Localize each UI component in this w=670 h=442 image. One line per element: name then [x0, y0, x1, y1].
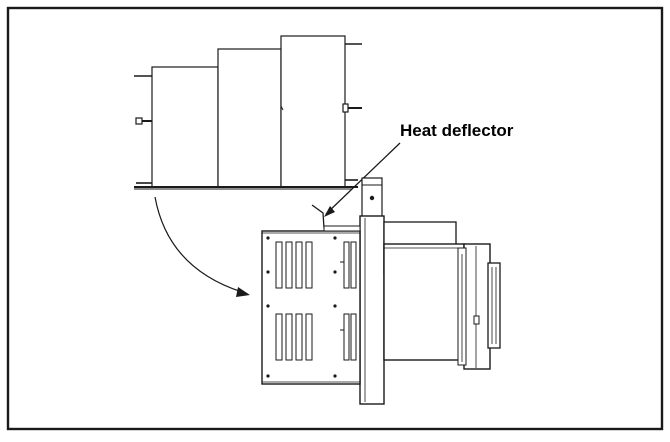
- motor-body: [383, 243, 465, 361]
- housing-block-left: [151, 66, 219, 188]
- heat-deflector-shape: [323, 225, 361, 232]
- end-cap: [487, 262, 501, 349]
- figure-border: [6, 6, 664, 431]
- unit-original-position: [134, 35, 362, 190]
- motor-flange: [463, 243, 491, 370]
- louvered-box: [261, 230, 361, 385]
- mounting-plate: [359, 215, 385, 405]
- housing-block-right: [280, 35, 346, 188]
- heat-deflector-label: Heat deflector: [400, 121, 514, 140]
- unit-rotated-position: [261, 177, 501, 405]
- housing-block-middle: [217, 48, 282, 188]
- rotation-arrow: [154, 196, 250, 297]
